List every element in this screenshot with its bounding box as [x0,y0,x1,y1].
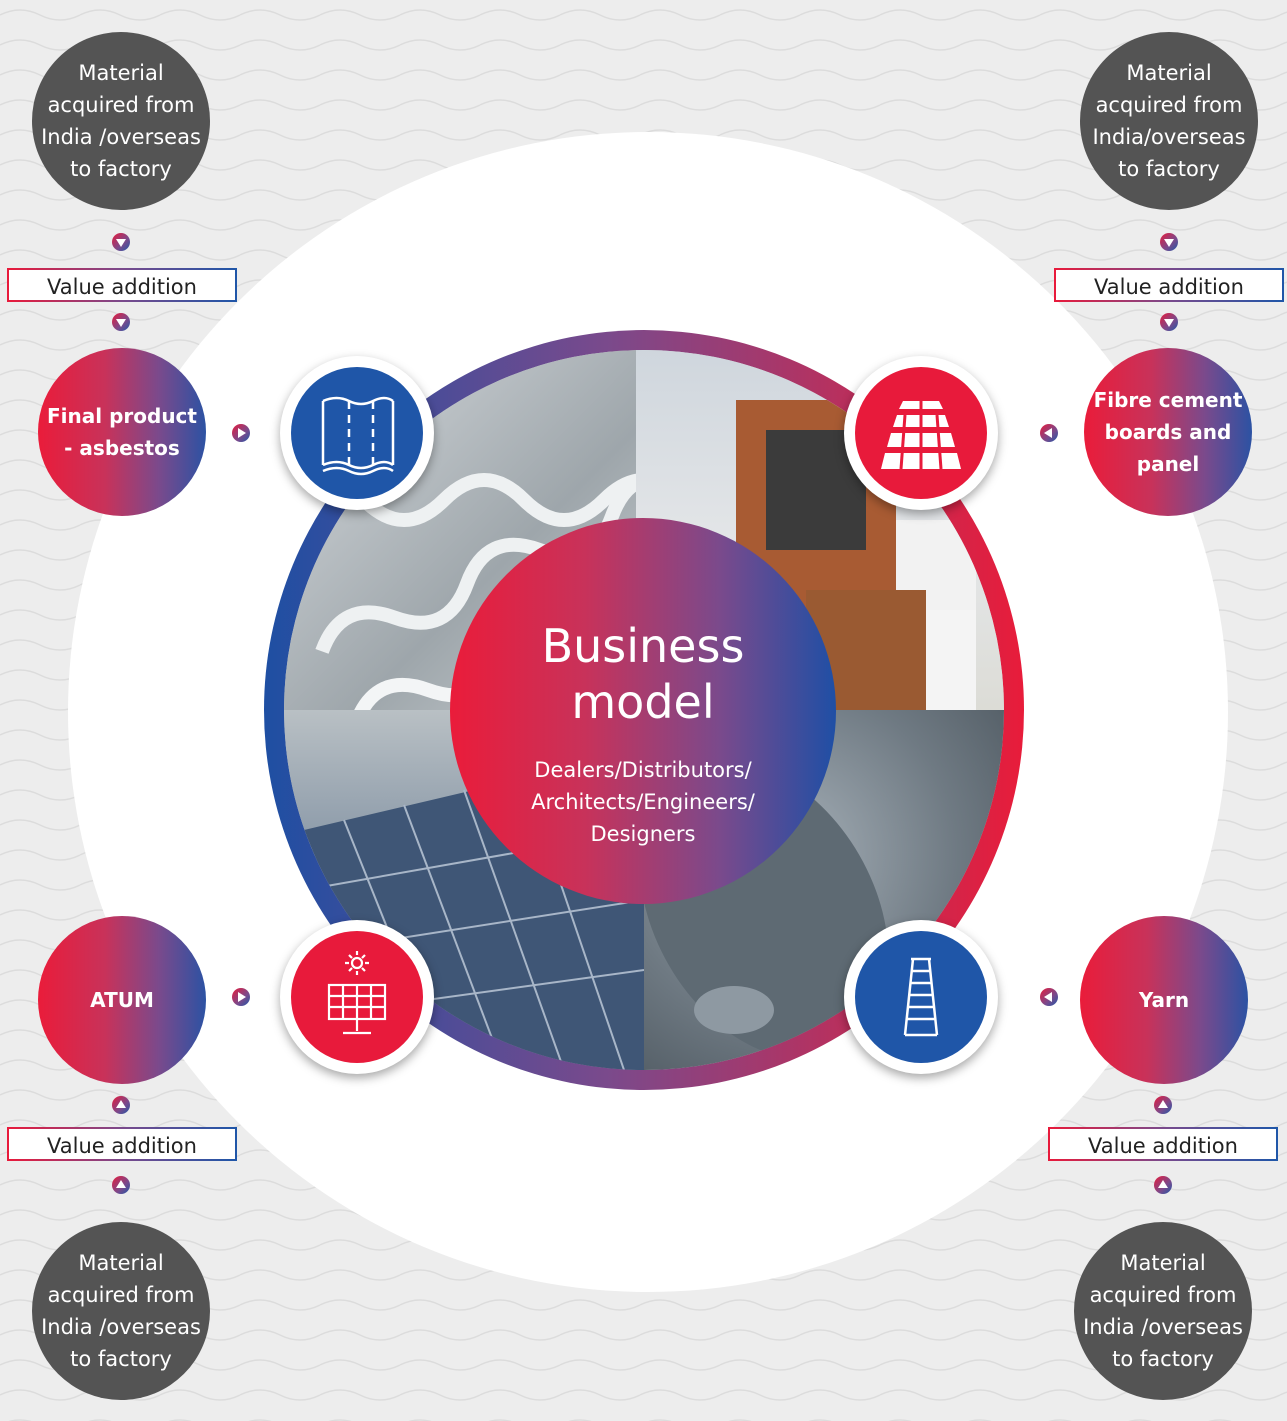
arrow-right-icon [232,988,250,1006]
business-model-center: Business model Dealers/Distributors/ Arc… [450,518,836,904]
product-circle-yarn: Yarn [1080,916,1248,1084]
value-addition-label: Value addition [47,275,197,299]
center-subtitle: Dealers/Distributors/ Architects/Enginee… [531,758,755,846]
value-addition-box: Value addition [7,1127,237,1161]
arrow-up-icon [112,1176,130,1194]
product-circle-asbestos: Final product - asbestos [38,348,206,516]
arrow-down-icon [112,313,130,331]
material-text: Material acquired from India/overseas to… [1092,61,1246,181]
corrugated-sheet-badge [280,356,434,510]
arrow-up-icon [112,1096,130,1114]
value-addition-box: Value addition [1048,1127,1278,1161]
material-acquired-circle-top-right: Material acquired from India/overseas to… [1080,32,1258,210]
material-text: Material acquired from India /overseas t… [41,61,201,181]
arrow-down-icon [1160,233,1178,251]
yarn-spool-badge [844,920,998,1074]
value-addition-box: Value addition [7,268,237,302]
material-text: Material acquired from India /overseas t… [1083,1251,1243,1371]
boards-panel-badge [844,356,998,510]
product-circle-fibre-cement: Fibre cement boards and panel [1084,348,1252,516]
boards-panel-icon [881,401,961,470]
material-acquired-circle-bottom-left: Material acquired from India /overseas t… [32,1222,210,1400]
product-label: ATUM [90,988,154,1012]
solar-panel-badge [280,920,434,1074]
product-label: Final product - asbestos [47,404,197,460]
value-addition-label: Value addition [1088,1134,1238,1158]
value-addition-label: Value addition [47,1134,197,1158]
arrow-right-icon [232,424,250,442]
value-addition-box: Value addition [1054,268,1284,302]
arrow-left-icon [1040,424,1058,442]
product-label: Yarn [1138,988,1190,1012]
arrow-down-icon [112,233,130,251]
corrugated-sheet-icon [321,396,395,476]
material-text: Material acquired from India /overseas t… [41,1251,201,1371]
yarn-spool-icon [903,957,939,1037]
arrow-up-icon [1154,1176,1172,1194]
solar-panel-icon [327,951,387,1035]
value-addition-label: Value addition [1094,275,1244,299]
product-label: Fibre cement boards and panel [1093,388,1243,476]
center-title: Business model [541,619,745,729]
arrow-down-icon [1160,313,1178,331]
arrow-left-icon [1040,988,1058,1006]
product-circle-atum: ATUM [38,916,206,1084]
material-acquired-circle-bottom-right: Material acquired from India /overseas t… [1074,1222,1252,1400]
material-acquired-circle-top-left: Material acquired from India /overseas t… [32,32,210,210]
arrow-up-icon [1154,1096,1172,1114]
